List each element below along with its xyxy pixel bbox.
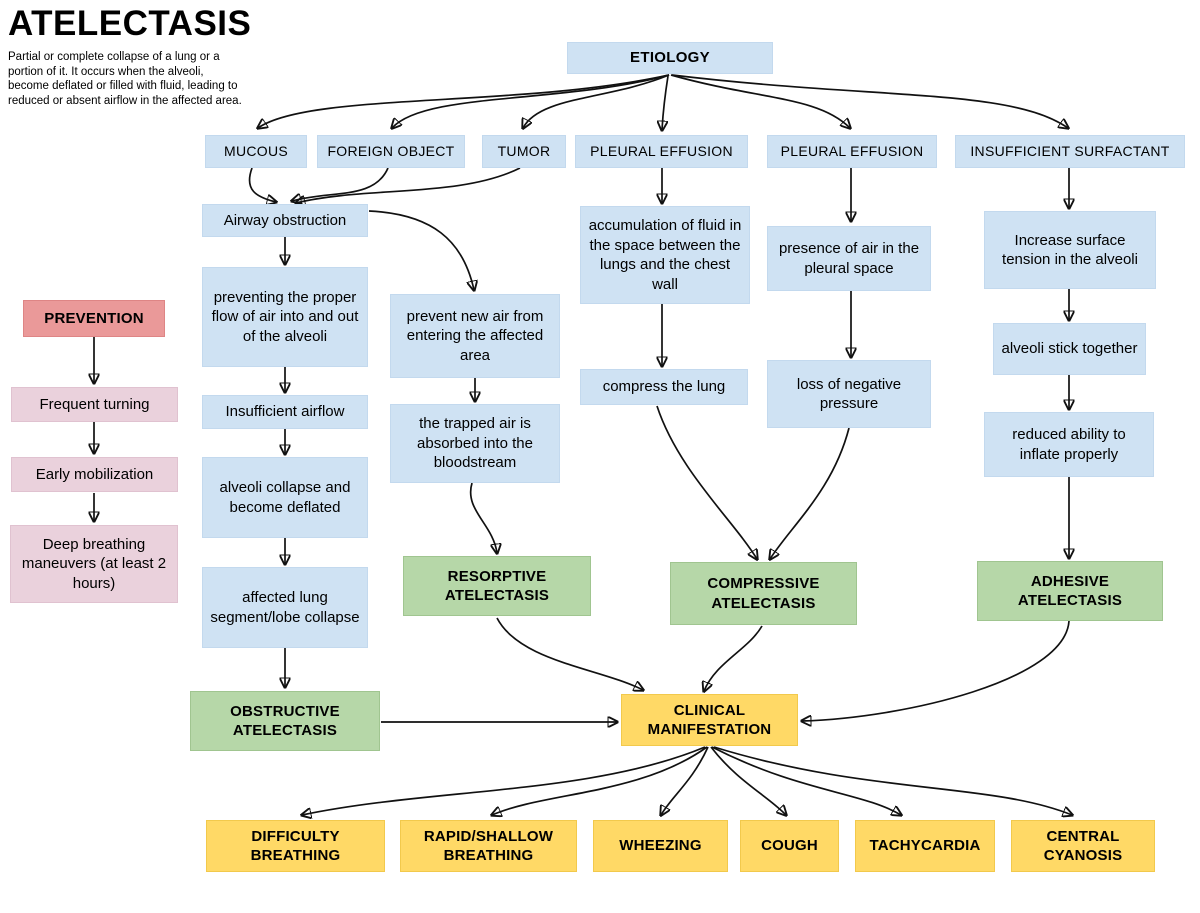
page-title: ATELECTASIS xyxy=(8,4,252,43)
node-mucous: MUCOUS xyxy=(205,135,307,168)
node-trapped-air: the trapped air is absorbed into the blo… xyxy=(390,404,560,483)
node-alveoli-stick: alveoli stick together xyxy=(993,323,1146,375)
page-description: Partial or complete collapse of a lung o… xyxy=(8,50,278,108)
node-loss-pressure: loss of negative pressure xyxy=(767,360,931,428)
node-prevent-new-air: prevent new air from entering the affect… xyxy=(390,294,560,378)
node-tumor: TUMOR xyxy=(482,135,566,168)
node-compressive-atelectasis: COMPRESSIVE ATELECTASIS xyxy=(670,562,857,625)
description-line: Partial or complete collapse of a lung o… xyxy=(8,51,220,63)
node-insufficient-surfactant: INSUFFICIENT SURFACTANT xyxy=(955,135,1185,168)
node-frequent-turning: Frequent turning xyxy=(11,387,178,422)
node-early-mobilization: Early mobilization xyxy=(11,457,178,492)
title-block: ATELECTASIS Partial or complete collapse… xyxy=(8,4,278,108)
node-difficulty-breathing: DIFFICULTY BREATHING xyxy=(206,820,385,872)
node-reduced-inflate: reduced ability to inflate properly xyxy=(984,412,1154,477)
node-deep-breathing: Deep breathing maneuvers (at least 2 hou… xyxy=(10,525,178,603)
node-obstructive-atelectasis: OBSTRUCTIVE ATELECTASIS xyxy=(190,691,380,751)
node-accumulation-fluid: accumulation of fluid in the space betwe… xyxy=(580,206,750,304)
node-presence-air: presence of air in the pleural space xyxy=(767,226,931,291)
node-alveoli-collapse: alveoli collapse and become deflated xyxy=(202,457,368,538)
node-lung-segment-collapse: affected lung segment/lobe collapse xyxy=(202,567,368,648)
node-preventing-flow: preventing the proper flow of air into a… xyxy=(202,267,368,367)
description-line: become deflated or filled with fluid, le… xyxy=(8,80,238,92)
node-increase-tension: Increase surface tension in the alveoli xyxy=(984,211,1156,289)
node-etiology: ETIOLOGY xyxy=(567,42,773,74)
node-foreign-object: FOREIGN OBJECT xyxy=(317,135,465,168)
node-insufficient-airflow: Insufficient airflow xyxy=(202,395,368,429)
node-resorptive-atelectasis: RESORPTIVE ATELECTASIS xyxy=(403,556,591,616)
node-compress-lung: compress the lung xyxy=(580,369,748,405)
node-prevention: PREVENTION xyxy=(23,300,165,337)
node-wheezing: WHEEZING xyxy=(593,820,728,872)
node-central-cyanosis: CENTRAL CYANOSIS xyxy=(1011,820,1155,872)
node-clinical-manifestation: CLINICAL MANIFESTATION xyxy=(621,694,798,746)
node-tachycardia: TACHYCARDIA xyxy=(855,820,995,872)
node-rapid-shallow-breathing: RAPID/SHALLOW BREATHING xyxy=(400,820,577,872)
node-pleural-effusion-1: PLEURAL EFFUSION xyxy=(575,135,748,168)
description-line: portion of it. It occurs when the alveol… xyxy=(8,65,204,78)
description-line: reduced or absent airflow in the affecte… xyxy=(8,94,242,107)
node-airway-obstruction: Airway obstruction xyxy=(202,204,368,237)
node-pleural-effusion-2: PLEURAL EFFUSION xyxy=(767,135,937,168)
node-cough: COUGH xyxy=(740,820,839,872)
node-adhesive-atelectasis: ADHESIVE ATELECTASIS xyxy=(977,561,1163,621)
